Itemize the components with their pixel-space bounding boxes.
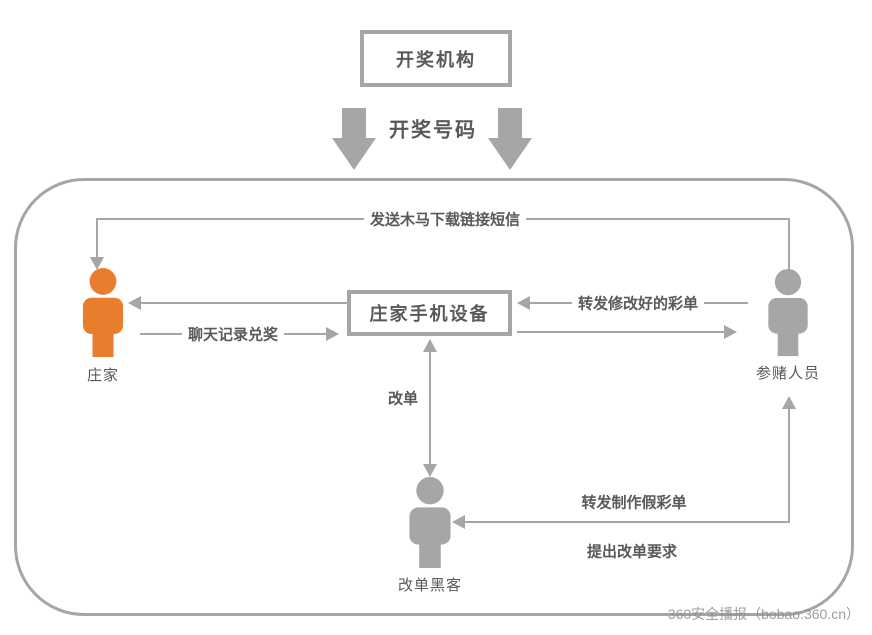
device-to-banker-line: [140, 302, 347, 304]
device-to-gambler-arrowhead: [724, 325, 737, 339]
device-to-gambler-line: [517, 331, 724, 333]
gambler-hacker-line-vertical: [788, 408, 790, 522]
forward-fake-label: 转发制作假彩单: [581, 494, 687, 512]
banker-device-label: 庄家手机设备: [369, 304, 490, 324]
forward-modified-label: 转发修改好的彩单: [571, 292, 705, 314]
banker-person-icon: [82, 268, 124, 357]
trojan-sms-label: 发送木马下载链接短信: [363, 208, 527, 230]
watermark: 360安全播报（bobao.360.cn）: [667, 606, 860, 622]
down-block-arrow-right: [498, 108, 522, 139]
chat-redeem-label: 聊天记录兑奖: [181, 323, 285, 345]
gambler-label: 参赌人员: [756, 365, 821, 382]
lottery-number-label: 开奖号码: [385, 113, 481, 143]
lottery-agency-box: 开奖机构: [360, 30, 512, 87]
hacker-actor: 改单黑客: [398, 476, 461, 595]
gambler-hacker-arrowhead-up: [782, 396, 796, 409]
trojan-sms-line-right-vertical: [788, 218, 790, 272]
gambler-hacker-line-horizontal: [464, 521, 790, 523]
change-order-line: [429, 342, 431, 466]
device-to-banker-arrowhead: [128, 296, 141, 310]
down-block-arrow-left: [342, 108, 366, 139]
forward-modified-arrowhead: [517, 296, 530, 310]
hacker-person-icon: [409, 476, 451, 569]
banker-device-box: 庄家手机设备: [347, 290, 512, 336]
lottery-agency-label: 开奖机构: [396, 49, 476, 70]
down-block-arrow-left-head: [332, 138, 376, 170]
down-block-arrow-right-head: [488, 138, 532, 170]
gambler-person-icon: [768, 268, 808, 357]
hacker-label: 改单黑客: [398, 577, 463, 594]
trojan-sms-arrowhead: [90, 257, 104, 270]
banker-label: 庄家: [86, 367, 119, 384]
change-order-label: 改单: [387, 390, 419, 408]
change-order-arrowhead-up: [423, 339, 437, 352]
chat-redeem-arrowhead: [326, 327, 339, 341]
gambler-hacker-arrowhead-left: [452, 515, 465, 529]
trojan-sms-line-left-vertical: [96, 218, 98, 258]
banker-actor: 庄家: [78, 266, 128, 385]
change-order-arrowhead-down: [423, 464, 437, 477]
gambler-actor: 参赌人员: [756, 268, 819, 383]
request-change-label: 提出改单要求: [586, 543, 678, 561]
